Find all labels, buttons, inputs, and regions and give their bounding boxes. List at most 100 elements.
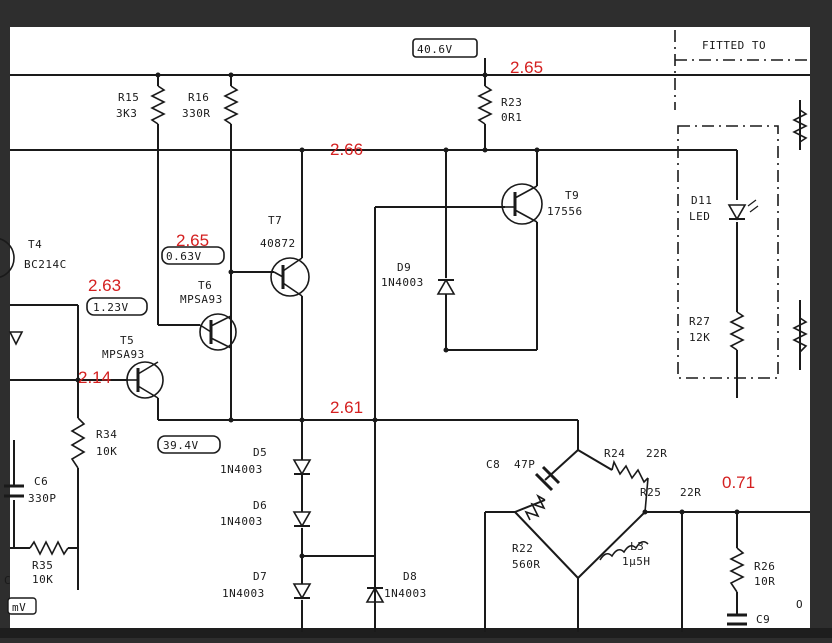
d5-ref: D5: [253, 446, 267, 459]
capacitor-c8: [534, 465, 561, 492]
t6-ref: T6: [198, 279, 212, 292]
d8-type: 1N4003: [384, 587, 427, 600]
measurement-t5-left: 2.14: [78, 368, 111, 387]
l3-value: 1µ5H: [622, 555, 651, 568]
transistor-t7: [270, 257, 310, 297]
d11-ref: D11: [691, 194, 712, 207]
diodes: [8, 199, 759, 603]
c6-value: 330P: [28, 492, 57, 505]
r25-ref: R25: [640, 486, 661, 499]
capacitor-c6: [4, 484, 24, 498]
resistor-r22: [524, 493, 546, 521]
r25-value: 22R: [680, 486, 701, 499]
measurement-annotations: 2.65 2.66 2.65 2.63 2.14 2.61 0.71: [78, 58, 755, 492]
resistors: [29, 85, 808, 593]
r22-value: 560R: [512, 558, 541, 571]
measurement-t6-base: 2.65: [176, 231, 209, 250]
fitted-to-label: FITTED TO: [702, 39, 766, 52]
r26-ref: R26: [754, 560, 775, 573]
d9-ref: D9: [397, 261, 411, 274]
transistor-t6: [199, 313, 237, 351]
diode-d7: [292, 583, 312, 600]
t5-type: MPSA93: [102, 348, 145, 361]
d11-type: LED: [689, 210, 710, 223]
diode-d9: [436, 278, 456, 295]
r34-ref: R34: [96, 428, 117, 441]
resistor-r34: [70, 417, 86, 469]
r22-ref: R22: [512, 542, 533, 555]
inductor-l3: [599, 540, 649, 561]
resistor-r23: [477, 85, 493, 125]
r16-ref: R16: [188, 91, 209, 104]
resistor-r16: [223, 85, 239, 125]
measurement-top-rail: 2.65: [510, 58, 543, 77]
r24-value: 22R: [646, 447, 667, 460]
r15-ref: R15: [118, 91, 139, 104]
r15-value: 3K3: [116, 107, 137, 120]
r27-ref: R27: [689, 315, 710, 328]
component-labels: FITTED TO 40.6V R15 3K3 R16 330R R23 0R1…: [4, 39, 803, 626]
t7-type: 40872: [260, 237, 296, 250]
t5-node-box: 1.23V: [93, 301, 129, 314]
t9-ref: T9: [565, 189, 579, 202]
t4-ref: T4: [28, 238, 42, 251]
transistor-t4: [0, 238, 15, 278]
right-edge-o: O: [796, 598, 803, 611]
measurement-t5-base: 2.63: [88, 276, 121, 295]
r35-value: 10K: [32, 573, 53, 586]
resistor-r15: [150, 85, 166, 125]
resistor-r27: [729, 311, 745, 351]
t6-type: MPSA93: [180, 293, 223, 306]
transistor-t5: [126, 361, 164, 399]
resistor-r25-lead: [644, 477, 649, 513]
l3-ref: L3: [630, 540, 644, 553]
fitted-to-box: [674, 30, 808, 379]
c9-ref: C9: [756, 613, 770, 626]
diode-left-partial: [8, 331, 24, 346]
bottom-left-box: mV: [12, 601, 26, 614]
node-boxes: [7, 38, 478, 615]
resistor-r35: [29, 540, 69, 556]
capacitor-c9: [727, 613, 747, 626]
t4-type: BC214C: [24, 258, 67, 271]
r26-value: 10R: [754, 575, 775, 588]
diode-d6: [292, 511, 312, 528]
t7-ref: T7: [268, 214, 282, 227]
t5-ref: T5: [120, 334, 134, 347]
wires: [10, 58, 810, 632]
top-node-voltage: 40.6V: [417, 43, 453, 56]
d8-ref: D8: [403, 570, 417, 583]
diode-d8: [365, 586, 385, 603]
transistor-t9: [501, 183, 543, 225]
diode-d5: [292, 459, 312, 476]
resistor-r24: [611, 459, 649, 484]
resistor-r26: [729, 547, 745, 593]
transistors: [0, 183, 543, 399]
r16-value: 330R: [182, 107, 211, 120]
r35-ref: R35: [32, 559, 53, 572]
d7-ref: D7: [253, 570, 267, 583]
d7-type: 1N4003: [222, 587, 265, 600]
schematic-sheet: [10, 27, 810, 628]
c6-ref: C6: [34, 475, 48, 488]
left-edge-c: C: [4, 574, 11, 587]
d6-type: 1N4003: [220, 515, 263, 528]
r24-ref: R24: [604, 447, 625, 460]
t6-node-box: 0.63V: [166, 250, 202, 263]
d6-ref: D6: [253, 499, 267, 512]
d9-type: 1N4003: [381, 276, 424, 289]
r23-value: 0R1: [501, 111, 522, 124]
t9-type: 17556: [547, 205, 583, 218]
d5-type: 1N4003: [220, 463, 263, 476]
t5-emitter-box: 39.4V: [163, 439, 199, 452]
capacitors: [4, 465, 747, 626]
r34-value: 10K: [96, 445, 117, 458]
led-d11: [727, 199, 759, 221]
r27-value: 12K: [689, 331, 710, 344]
r23-ref: R23: [501, 96, 522, 109]
measurement-output: 0.71: [722, 473, 755, 492]
c8-value: 47P: [514, 458, 535, 471]
c8-ref: C8: [486, 458, 500, 471]
